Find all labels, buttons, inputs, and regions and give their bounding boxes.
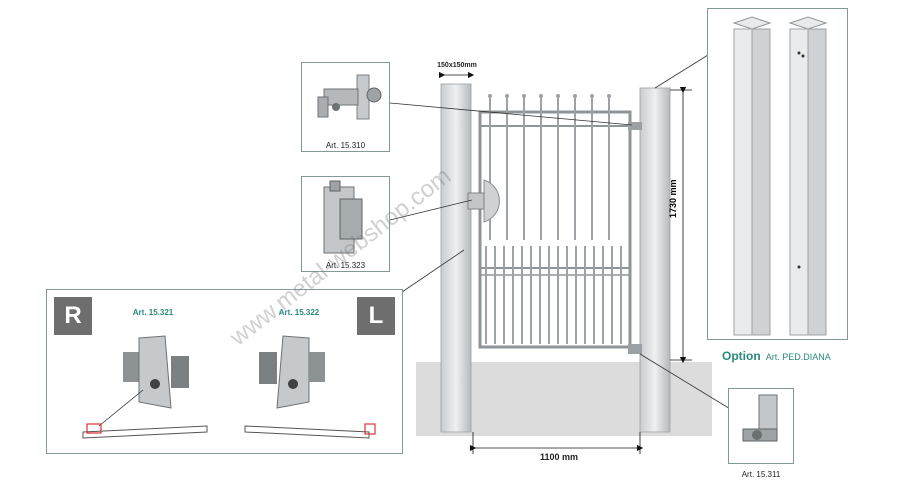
gate-bar-finial	[539, 94, 543, 98]
lock-image	[323, 180, 363, 254]
left-latch-caption: Art. 15.322	[278, 308, 320, 317]
gate-lower-bars	[485, 246, 622, 344]
gate-bar-finial	[590, 94, 594, 98]
lock-rosette	[483, 179, 500, 223]
lock-caption: Art. 15.323	[325, 261, 366, 270]
top-hinge-pin	[628, 122, 642, 130]
gate-bar-finial	[522, 94, 526, 98]
bottom-hinge-caption: Art. 15.311	[741, 470, 781, 479]
right-latch-bar	[82, 423, 208, 439]
option-label: Option	[722, 349, 761, 363]
left-latch-bar	[244, 423, 376, 439]
top-hinge-caption: Art. 15.310	[325, 141, 366, 150]
lock-box: Art. 15.323	[301, 176, 390, 272]
height-label: 1730 mm	[668, 179, 678, 218]
width-label: 1100 mm	[539, 452, 579, 462]
lock-plate	[467, 192, 485, 210]
gate-bar-finial	[573, 94, 577, 98]
right-post	[639, 87, 671, 433]
right-latch-image	[123, 335, 189, 409]
right-latch-caption: Art. 15.321	[132, 308, 174, 317]
badge-left: L	[357, 297, 395, 335]
leader-lines	[389, 54, 746, 419]
bottom-hinge-box	[728, 388, 794, 464]
left-post	[440, 83, 472, 433]
gate-bar-finial	[488, 94, 492, 98]
latch-images	[82, 335, 376, 439]
gate-bar-finial	[556, 94, 560, 98]
gate-bar-finial	[607, 94, 611, 98]
option-box	[707, 8, 848, 340]
gate-leaf	[478, 110, 632, 349]
top-hinge-image	[317, 74, 382, 120]
gate-bar-finial	[505, 94, 509, 98]
option-caption: Option Art. PED.DIANA	[722, 349, 831, 363]
bottom-hinge-pin	[628, 344, 642, 354]
post-size-label: 150x150mm	[437, 62, 477, 69]
latch-box: R L Art. 15.321 Art. 15.322	[46, 289, 403, 454]
bottom-hinge-image	[742, 394, 778, 442]
option-post-image	[732, 16, 828, 336]
gate-bars	[488, 94, 611, 240]
top-hinge-box: Art. 15.310	[301, 62, 390, 152]
option-article: Art. PED.DIANA	[765, 352, 831, 362]
left-latch-image	[259, 335, 325, 409]
badge-right: R	[54, 297, 92, 335]
